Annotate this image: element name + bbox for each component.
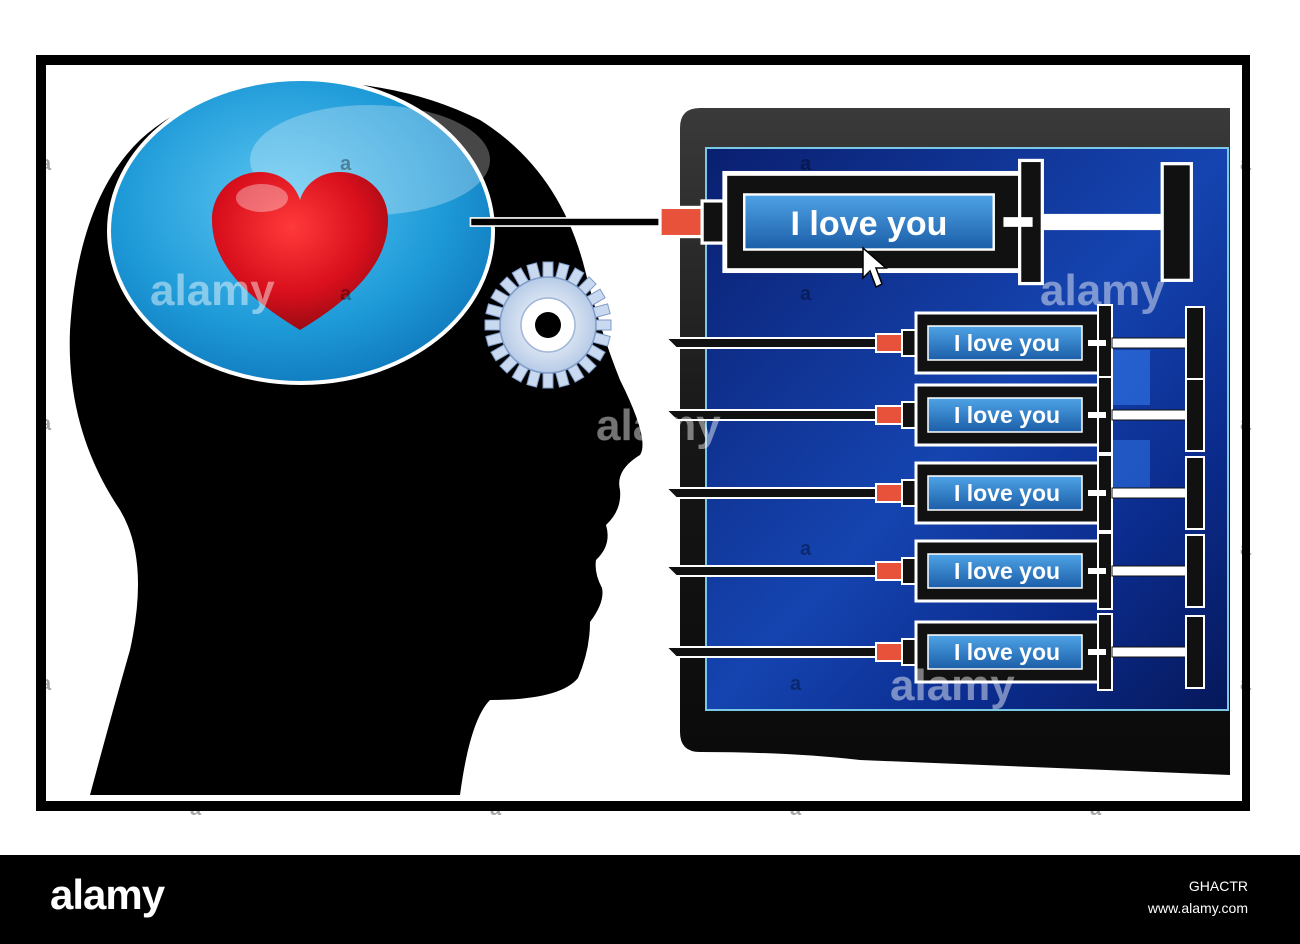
- watermark-mark: a: [340, 413, 352, 435]
- watermark-mark: a: [340, 673, 352, 695]
- watermark: alamy: [1040, 266, 1165, 315]
- watermark-mark: a: [800, 283, 812, 305]
- syringe-label: I love you: [954, 402, 1060, 428]
- syringe-label: I love you: [791, 205, 948, 243]
- watermark-mark: a: [340, 283, 352, 305]
- image-id: GHACTR: [1188, 878, 1248, 894]
- cursor-arrow-icon: [862, 246, 889, 289]
- syringe-label: I love you: [954, 639, 1060, 665]
- gear-icon: [484, 261, 612, 389]
- illustration: I love you I love you I love you I love yo…: [36, 55, 1252, 820]
- watermark-mark: a: [790, 798, 802, 820]
- watermark-mark: a: [1090, 798, 1102, 820]
- watermark-mark: a: [1240, 538, 1252, 560]
- watermark-mark: a: [340, 153, 352, 175]
- watermark-mark: a: [490, 413, 502, 435]
- watermark-mark: a: [40, 153, 52, 175]
- watermark-mark: a: [490, 798, 502, 820]
- syringe-small: I love you: [664, 375, 1206, 455]
- watermark-mark: a: [190, 798, 202, 820]
- watermark: alamy: [596, 401, 721, 450]
- heart-icon: [212, 172, 388, 330]
- syringe-small: I love you: [664, 612, 1206, 692]
- watermark-mark: a: [800, 153, 812, 175]
- watermark-mark: a: [40, 413, 52, 435]
- watermark-mark: a: [1240, 153, 1252, 175]
- watermark-mark: a: [40, 673, 52, 695]
- syringe-small: I love you: [664, 453, 1206, 533]
- watermark-mark: a: [1240, 413, 1252, 435]
- footer-image-id: GHACTR www.alamy.com: [1148, 875, 1248, 919]
- watermark: alamy: [890, 661, 1015, 710]
- syringe-small: I love you: [664, 531, 1206, 611]
- syringe-label: I love you: [954, 480, 1060, 506]
- syringe-small: I love you: [664, 303, 1206, 383]
- site-url: www.alamy.com: [1147, 900, 1248, 916]
- watermark-mark: a: [490, 538, 502, 560]
- footer-bar: alamy GHACTR www.alamy.com: [0, 855, 1300, 944]
- syringe-main: I love you: [469, 158, 1193, 286]
- watermark-mark: a: [1240, 673, 1252, 695]
- watermark-mark: a: [190, 538, 202, 560]
- watermark-mark: a: [800, 538, 812, 560]
- syringe-label: I love you: [954, 330, 1060, 356]
- watermark: alamy: [150, 266, 275, 315]
- footer-logo: alamy: [50, 871, 165, 918]
- syringe-label: I love you: [954, 558, 1060, 584]
- watermark-mark: a: [790, 673, 802, 695]
